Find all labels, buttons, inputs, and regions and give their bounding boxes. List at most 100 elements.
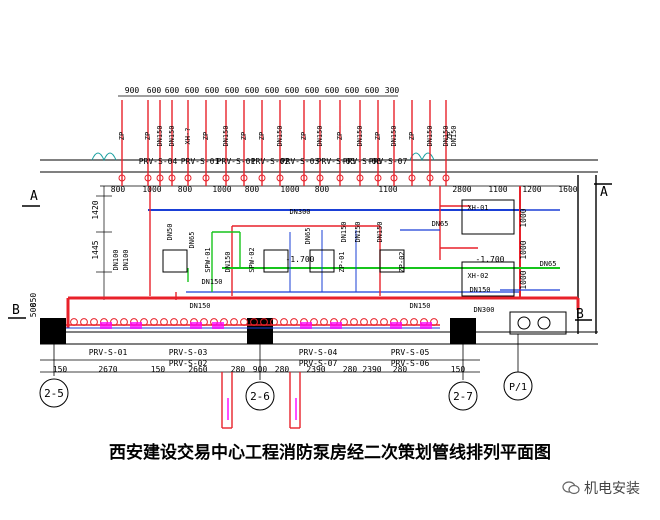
side-dim-left: 500 bbox=[29, 303, 38, 318]
side-dim-left: 850 bbox=[29, 293, 38, 308]
second-dim: 1600 bbox=[558, 185, 577, 194]
bottom-dim: 150 bbox=[151, 365, 166, 374]
top-dim: 600 bbox=[365, 86, 380, 95]
axis-bubble-p1 bbox=[503, 371, 533, 401]
bottom-label: PRV-S-01 bbox=[89, 348, 128, 357]
second-dim: 1200 bbox=[522, 185, 541, 194]
pipe-size: DN150 bbox=[469, 286, 490, 294]
bottom-label: PRV-S-05 bbox=[391, 348, 430, 357]
pump-zp-02 bbox=[379, 249, 405, 273]
pipe-id: PRV-S-01 bbox=[181, 157, 220, 166]
pump-spw-01 bbox=[162, 249, 188, 273]
pipe-size: DN300 bbox=[289, 208, 310, 216]
pipe-size: DN150 bbox=[201, 278, 222, 286]
second-dim: 1100 bbox=[488, 185, 507, 194]
pipe-size: DN65 bbox=[540, 260, 557, 268]
second-dim: 2800 bbox=[452, 185, 471, 194]
side-dim-right: 1000 bbox=[519, 208, 528, 227]
bottom-dim: 280 bbox=[343, 365, 358, 374]
bottom-dim: 900 bbox=[253, 365, 268, 374]
top-dim: 900 bbox=[125, 86, 140, 95]
bottom-label: PRV-S-04 bbox=[299, 348, 338, 357]
riser-tag: ZP bbox=[202, 132, 210, 140]
pump-xh-01 bbox=[461, 199, 515, 235]
riser-tag: DN150 bbox=[450, 125, 458, 146]
second-dim: 1000 bbox=[212, 185, 231, 194]
bottom-dim: 150 bbox=[53, 365, 68, 374]
second-dim: 800 bbox=[245, 185, 260, 194]
bottom-label: PRV-S-06 bbox=[391, 359, 430, 368]
axis-label-2-7: 2-7 bbox=[453, 390, 473, 403]
pipe-size: DN65 bbox=[304, 228, 312, 245]
riser-tag: DN150 bbox=[156, 125, 164, 146]
pipe-size: DN100 bbox=[122, 249, 130, 270]
pump-label: SPW-02 bbox=[248, 247, 256, 272]
riser-tag: ZP bbox=[300, 132, 308, 140]
pump-label: SPW-01 bbox=[204, 247, 212, 272]
pipe-size: DN300 bbox=[473, 306, 494, 314]
top-dim: 600 bbox=[205, 86, 220, 95]
pump-xh-02 bbox=[461, 261, 515, 297]
bottom-dim: 2390 bbox=[362, 365, 381, 374]
top-dim: 600 bbox=[185, 86, 200, 95]
pump-label: XH-01 bbox=[467, 204, 488, 212]
bottom-dim: 2660 bbox=[188, 365, 207, 374]
tank-unit bbox=[509, 311, 567, 335]
side-dim-right: 1000 bbox=[519, 270, 528, 289]
axis-bubble-2-7 bbox=[448, 381, 478, 411]
pipe-size: DN150 bbox=[224, 251, 232, 272]
axis-label-p1: P/1 bbox=[509, 382, 527, 393]
pipe-id: PRV-S-01 bbox=[217, 157, 256, 166]
top-dim: 300 bbox=[385, 86, 400, 95]
bottom-dim: 150 bbox=[451, 365, 466, 374]
riser-tag: ZP bbox=[240, 132, 248, 140]
section-mark-b-left: B bbox=[12, 303, 20, 318]
second-dim: 1000 bbox=[142, 185, 161, 194]
top-dim: 600 bbox=[165, 86, 180, 95]
section-mark-a-right: A bbox=[600, 185, 608, 200]
pipe-size: DN65 bbox=[432, 220, 449, 228]
main-headers bbox=[66, 186, 580, 329]
pipe-size: DN150 bbox=[409, 302, 430, 310]
riser-tag: ZP bbox=[118, 132, 126, 140]
side-dim-left: 1420 bbox=[91, 200, 100, 219]
riser-tag: ZP bbox=[374, 132, 382, 140]
riser-tag: XH-? bbox=[184, 128, 192, 145]
riser-tag: DN150 bbox=[276, 125, 284, 146]
pipe-id: PRV-S-07 bbox=[369, 157, 408, 166]
column-left bbox=[40, 318, 66, 344]
bottom-label: PRV-S-07 bbox=[299, 359, 338, 368]
section-mark-b-right: B bbox=[576, 307, 584, 322]
riser-tag: ZP bbox=[336, 132, 344, 140]
pipe-id: PRV-S-03 bbox=[281, 157, 320, 166]
pipe-size: DN65 bbox=[188, 232, 196, 249]
riser-tag: DN150 bbox=[442, 125, 450, 146]
top-dim: 600 bbox=[325, 86, 340, 95]
top-dim: 600 bbox=[245, 86, 260, 95]
section-mark-a-left: A bbox=[30, 189, 38, 204]
pipe-id: PRV-S-06 bbox=[343, 157, 382, 166]
top-dim: 600 bbox=[147, 86, 162, 95]
bottom-dim: 280 bbox=[275, 365, 290, 374]
riser-tag: DN150 bbox=[222, 125, 230, 146]
axis-bubble-2-5 bbox=[39, 378, 69, 408]
top-dim: 600 bbox=[345, 86, 360, 95]
bottom-label: PRV-S-03 bbox=[169, 348, 208, 357]
pump-spw-02 bbox=[263, 249, 289, 273]
pumps bbox=[162, 199, 567, 376]
second-dim: 1000 bbox=[280, 185, 299, 194]
walls bbox=[40, 152, 598, 345]
riser-tag: DN150 bbox=[426, 125, 434, 146]
top-dim: 600 bbox=[285, 86, 300, 95]
pump-zp-01 bbox=[309, 249, 335, 273]
bottom-dim: 280 bbox=[231, 365, 246, 374]
pipe-size: DN50 bbox=[166, 224, 174, 241]
section-marks: A A B B bbox=[8, 183, 612, 322]
axis-label-2-6: 2-6 bbox=[250, 390, 270, 403]
riser-tag: DN150 bbox=[168, 125, 176, 146]
drawing-caption: 西安建设交易中心工程消防泵房经二次策划管线排列平面图 bbox=[109, 443, 551, 463]
brand-name: 机电安装 bbox=[584, 481, 640, 497]
